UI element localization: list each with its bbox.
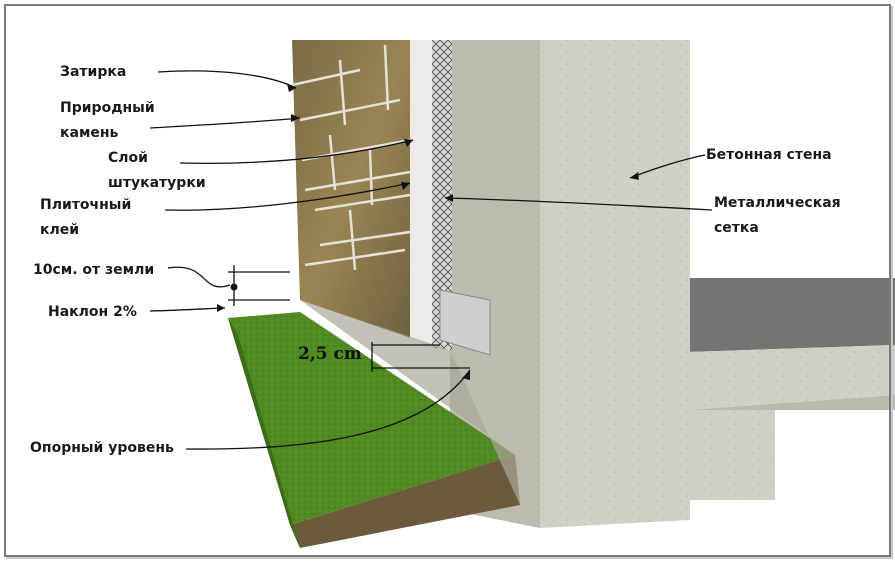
metal-mesh-layer bbox=[432, 40, 452, 350]
label-slope: Наклон 2% bbox=[48, 304, 137, 320]
label-grout: Затирка bbox=[60, 64, 127, 80]
floor-slab bbox=[688, 278, 895, 500]
label-support-level: Опорный уровень bbox=[30, 440, 174, 456]
label-gap-dimension: 2,5 cm bbox=[298, 344, 362, 364]
natural-stone-cladding bbox=[291, 40, 411, 338]
label-natural-stone-line2: камень bbox=[60, 125, 119, 141]
label-concrete-wall: Бетонная стена bbox=[706, 147, 832, 163]
label-metal-mesh-line1: Металлическая bbox=[714, 195, 841, 211]
ground-grass bbox=[228, 312, 520, 548]
leader-lines bbox=[149, 70, 713, 450]
wall-base bbox=[300, 300, 520, 505]
leader-arrowheads bbox=[217, 84, 639, 380]
label-plaster-line1: Слой bbox=[108, 150, 148, 166]
plaster-layer bbox=[410, 40, 432, 348]
support-profile bbox=[439, 289, 491, 356]
label-height-from-ground: 10см. от земли bbox=[33, 262, 155, 278]
label-tile-adhesive-line1: Плиточный bbox=[40, 197, 132, 213]
label-tile-adhesive-line2: клей bbox=[40, 222, 80, 238]
label-natural-stone-line1: Природный bbox=[60, 100, 155, 116]
label-metal-mesh-line2: сетка bbox=[714, 220, 759, 236]
label-plaster-line2: штукатурки bbox=[108, 175, 206, 191]
